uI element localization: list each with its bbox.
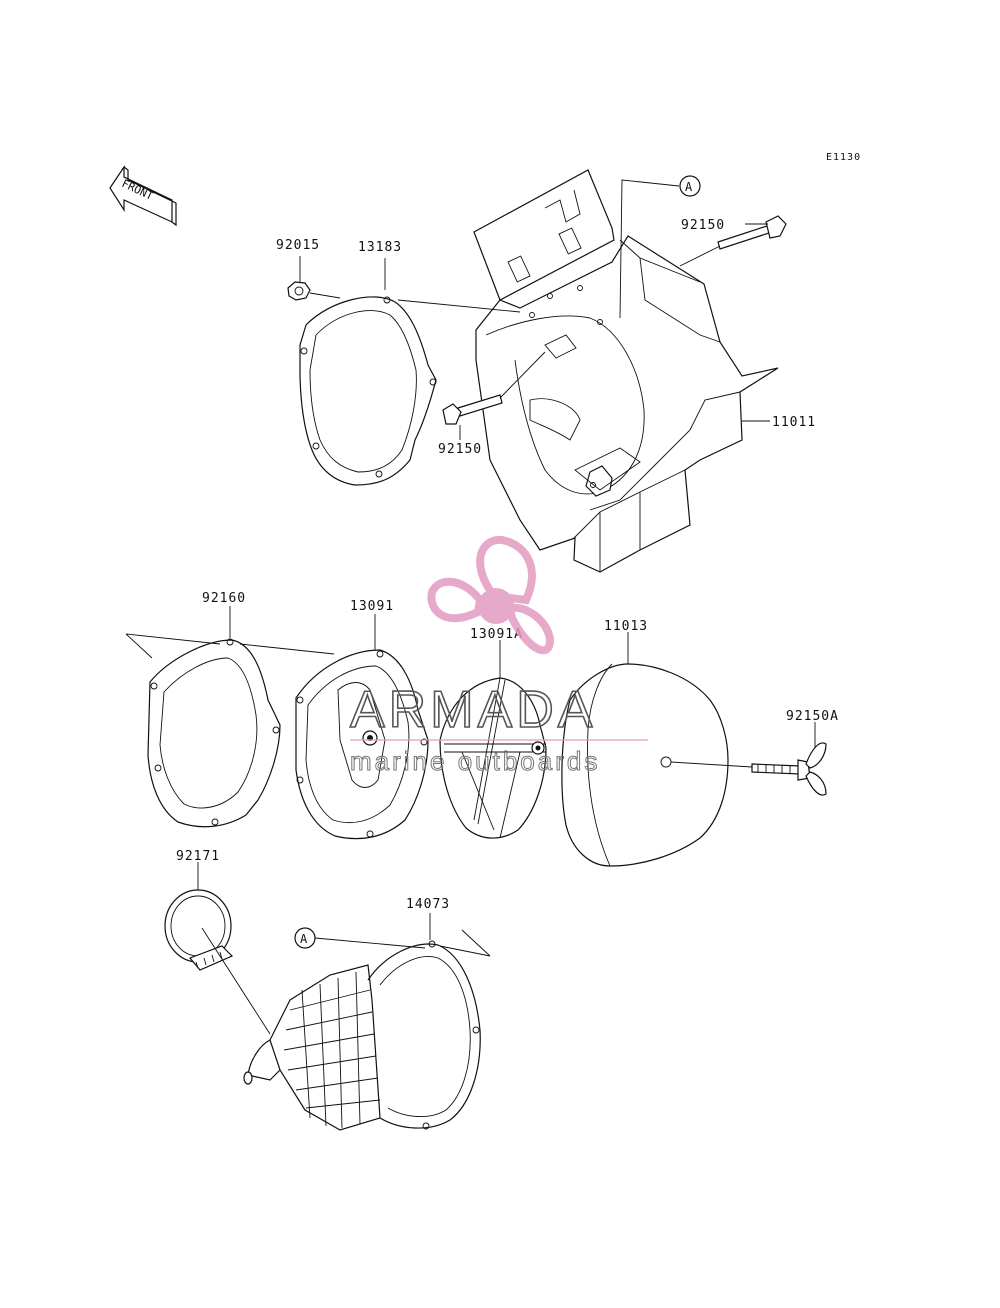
front-direction-arrow: FRONT xyxy=(109,165,177,227)
part-92150-bolt-lower xyxy=(442,351,546,440)
part-13183-gasket xyxy=(299,258,521,486)
part-label-92160: 92160 xyxy=(202,591,246,606)
part-label-92150-upper: 92150 xyxy=(681,218,725,233)
part-13091-holder xyxy=(295,614,429,840)
armada-propeller-logo xyxy=(427,535,555,655)
part-label-14073: 14073 xyxy=(406,897,450,912)
part-label-11011: 11011 xyxy=(772,415,816,430)
part-label-92150-lower: 92150 xyxy=(438,442,482,457)
front-label: FRONT xyxy=(120,177,156,203)
watermark-tagline: marine outboards xyxy=(350,746,600,776)
part-label-13183: 13183 xyxy=(358,240,402,255)
part-92150a-wing-bolt xyxy=(670,722,827,796)
part-label-92171: 92171 xyxy=(176,849,220,864)
reference-code: E1130 xyxy=(826,152,861,163)
part-label-92150a: 92150A xyxy=(786,709,839,724)
part-13091a-cage xyxy=(439,640,547,839)
part-92150-bolt-upper xyxy=(679,215,787,267)
part-14073-duct: A xyxy=(243,913,491,1131)
watermark-brand: ARMADA xyxy=(350,681,596,739)
part-label-13091: 13091 xyxy=(350,599,394,614)
callout-a-top: A xyxy=(619,175,701,319)
part-92015-nut xyxy=(287,256,341,301)
part-92160-gasket xyxy=(125,606,335,828)
part-label-92015: 92015 xyxy=(276,238,320,253)
part-92171-clamp xyxy=(164,862,271,1035)
part-11011-air-box xyxy=(473,169,779,573)
callout-a-label: A xyxy=(685,180,693,194)
callout-a-bottom-label: A xyxy=(300,932,308,946)
part-label-11013: 11013 xyxy=(604,619,648,634)
part-label-13091a: 13091A xyxy=(470,627,523,642)
